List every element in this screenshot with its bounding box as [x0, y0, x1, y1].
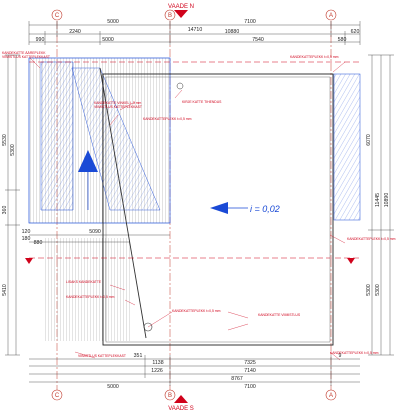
- dim-5300-right-b: 5300: [375, 284, 381, 296]
- section-marker-left: [25, 258, 33, 264]
- dim-180-mid: 180: [22, 236, 31, 242]
- detail-marker: [143, 322, 153, 332]
- dim-overall-top: 14710: [188, 27, 203, 33]
- dim-351: 351: [134, 353, 143, 359]
- view-north-label: VAADE N: [168, 4, 194, 10]
- dim-7540-row3: 7540: [252, 37, 264, 43]
- axis-bubble-a-bottom: [325, 389, 337, 401]
- note-5: KIRJE KATTE TIHENDUS: [182, 100, 222, 104]
- roof-drain-icon: [176, 82, 184, 90]
- dim-6070-right: 6070: [366, 134, 372, 146]
- axis-label-b-top: B: [168, 13, 172, 19]
- axis-label-c-bottom: C: [55, 393, 60, 399]
- dim-5410-left: 5410: [2, 284, 8, 296]
- note-12: KANDEKATTE VIIMISTLUS: [258, 313, 301, 317]
- axis-label-b-bottom: B: [168, 393, 172, 399]
- note-14: KANDEKATTEPLEKK t=0,5 mm: [330, 351, 379, 355]
- note-2: VIIMISTLUS KATTEPLEKKAST: [2, 55, 50, 59]
- axis-bubble-b-top: [164, 9, 176, 21]
- axis-bubble-c-bottom: [51, 389, 63, 401]
- dim-2240-top: 2240: [69, 29, 81, 35]
- dim-7325: 7325: [244, 360, 256, 366]
- note-8: KANDEKATTEPLEKK t=0,5 mm: [347, 237, 396, 241]
- dim-span-ba-top: 7100: [244, 19, 256, 25]
- dim-1226: 1226: [151, 368, 163, 374]
- dim-7100-bottom: 7100: [244, 384, 256, 390]
- dim-10880-top: 10880: [225, 29, 240, 35]
- left-dimensions: [5, 54, 20, 356]
- dim-11445-right: 11445: [375, 193, 381, 207]
- dim-5300-right-a: 5300: [366, 284, 372, 296]
- top-dimensions: [28, 21, 361, 45]
- note-11: KANDEKATTEPLEKK t=0,5 mm: [172, 309, 221, 313]
- dim-990-top: 990: [36, 37, 45, 43]
- right-dimensions: [368, 54, 394, 356]
- middle-dimensions: [29, 234, 170, 243]
- dim-120-mid: 120: [22, 229, 31, 235]
- axis-bubble-a-top: [325, 9, 337, 21]
- view-north-arrow: [174, 10, 188, 18]
- note-6: KANDEKATTEPLEKK t=0,5 mm: [143, 117, 192, 121]
- dim-360-left: 360: [2, 206, 8, 215]
- main-roof: i = 0,02: [25, 61, 361, 346]
- dim-580-top: 580: [338, 37, 347, 43]
- note-10: KANDEKATTEPLEKK t=0,5 mm: [66, 295, 115, 299]
- view-markers: VAADE N VAADE S: [168, 4, 194, 412]
- dim-5090-mid: 5090: [89, 229, 101, 235]
- axis-label-a-top: A: [329, 13, 333, 19]
- note-13: VIIMISTLUS KATTEPLEKKAST: [78, 354, 126, 358]
- view-south-arrow: [174, 395, 188, 403]
- axis-label-a-bottom: A: [329, 393, 333, 399]
- dim-9: 9: [339, 353, 342, 359]
- grid-axes: C B A C B A: [51, 9, 337, 401]
- note-1: KANDEKATTE ÄÄREPLEKK: [2, 51, 46, 55]
- left-roof-section: [28, 57, 171, 341]
- slope-label: i = 0,02: [250, 204, 280, 214]
- axis-bubble-b-bottom: [164, 389, 176, 401]
- dim-5000-row3: 5000: [102, 37, 114, 43]
- axis-bubble-c-top: [51, 9, 63, 21]
- note-3: KANDEKATTE VINKEL L 3 mm: [94, 101, 142, 105]
- view-south-label: VAADE S: [168, 406, 194, 412]
- dim-span-cb-top: 5000: [107, 19, 119, 25]
- section-marker-right: [347, 258, 355, 264]
- dim-10890-right: 10890: [384, 193, 390, 208]
- note-9: LISAKS KANDEKATTE: [66, 280, 102, 284]
- note-7: KANDEKATTEPLEKK t=0,5 mm: [290, 55, 339, 59]
- slope-arrow: [210, 202, 228, 214]
- axis-label-c-top: C: [55, 13, 60, 19]
- dim-1138: 1138: [152, 360, 163, 366]
- dim-5000-bottom: 5000: [107, 384, 119, 390]
- dim-620-top: 620: [351, 29, 360, 35]
- dim-8767: 8767: [231, 376, 243, 382]
- bottom-dimensions: [29, 355, 360, 386]
- note-4: VIIMISTLUS KATTEPLEKKAST: [94, 105, 142, 109]
- dim-5530-left: 5530: [2, 134, 8, 146]
- dim-5300-left: 5300: [10, 144, 16, 156]
- annotations: [29, 57, 346, 361]
- dim-880-mid: 880: [34, 240, 43, 246]
- dim-7140: 7140: [244, 368, 256, 374]
